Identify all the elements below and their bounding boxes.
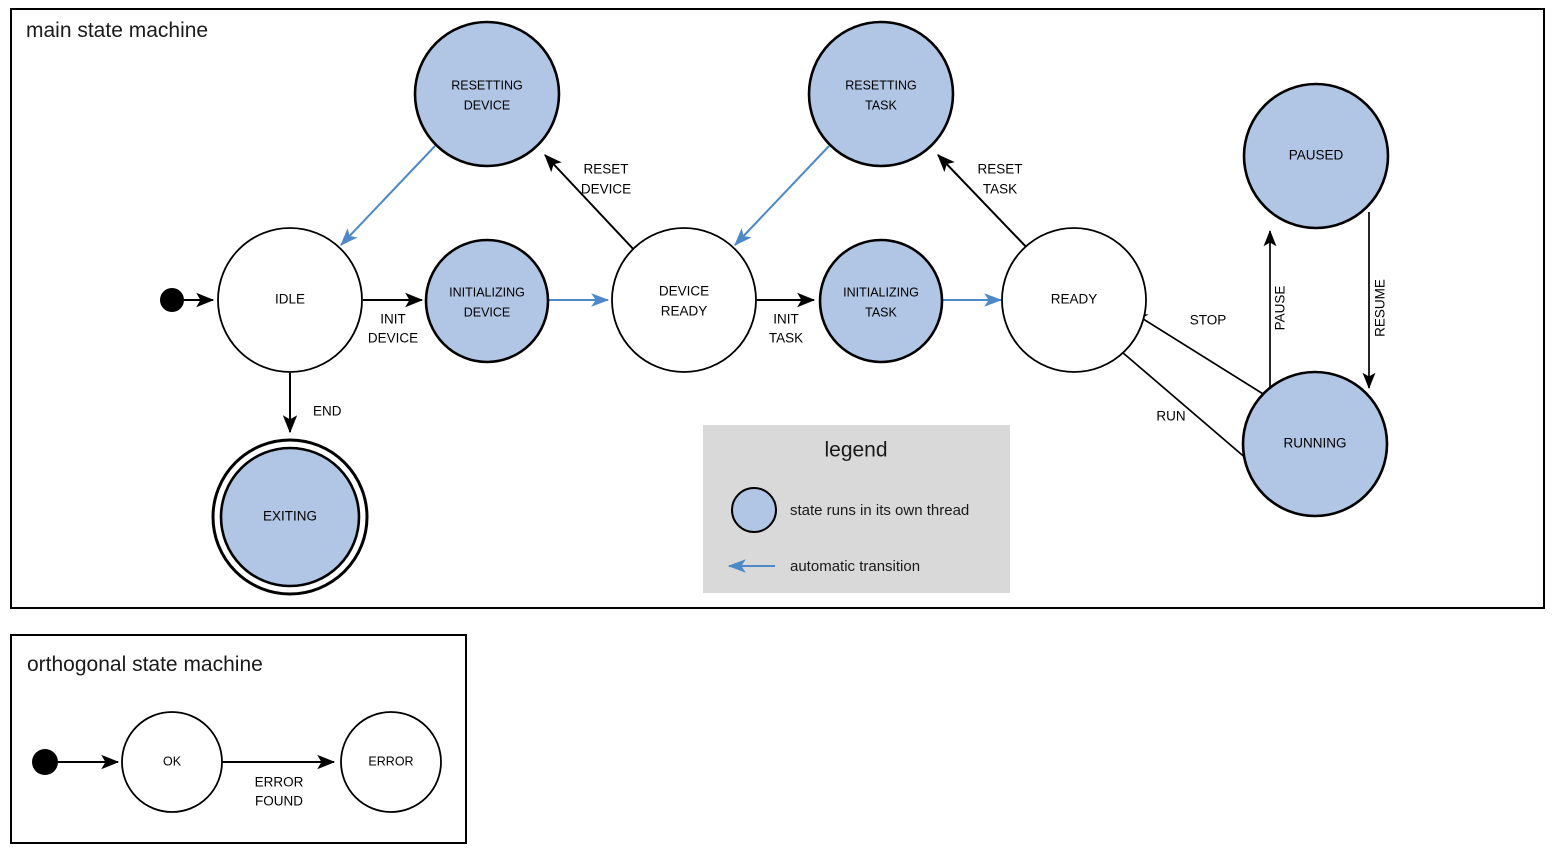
state-resetting-device[interactable]: RESETTING DEVICE: [413, 20, 561, 168]
state-idle[interactable]: IDLE: [217, 227, 363, 373]
state-resetting-task[interactable]: RESETTING TASK: [807, 20, 955, 168]
state-idle-label: IDLE: [275, 292, 305, 307]
transition-resetting-device-idle: [340, 145, 436, 246]
state-ok-circle[interactable]: [121, 711, 223, 813]
legend-thread-state-icon: [731, 487, 777, 533]
state-initializing-task-label-line1: INITIALIZING: [843, 285, 919, 299]
edge-ready-resetting-task: [937, 154, 1032, 253]
transition-paused-running: RESUME: [1362, 212, 1388, 390]
legend-auto-transition-text: automatic transition: [790, 558, 920, 575]
transition-idle-initializing-device: INIT DEVICE: [363, 292, 424, 346]
state-device-ready[interactable]: DEVICE READY: [611, 227, 757, 373]
state-initializing-device-circle[interactable]: [424, 238, 550, 364]
edge-running-ready: [1131, 311, 1269, 398]
edge-label-init-device-line1: INIT: [380, 312, 406, 327]
state-ready-label: READY: [1051, 292, 1098, 307]
state-running-label: RUNNING: [1284, 436, 1347, 451]
initial-state-dot: [160, 288, 184, 312]
state-initializing-device[interactable]: INITIALIZING DEVICE: [424, 238, 550, 364]
state-resetting-device-label-line1: RESETTING: [451, 78, 523, 92]
transition-start-idle: [160, 288, 215, 312]
edge-ready-running: [1121, 351, 1263, 473]
state-resetting-task-label-line1: RESETTING: [845, 78, 917, 92]
transition-running-paused: PAUSE: [1263, 229, 1288, 396]
state-error[interactable]: ERROR: [340, 711, 442, 813]
transition-ready-running: RUN: [1121, 351, 1263, 473]
transition-idle-exiting: END: [282, 373, 342, 434]
state-initializing-device-label-line1: INITIALIZING: [449, 285, 525, 299]
edge-label-run: RUN: [1156, 409, 1185, 424]
state-running-circle[interactable]: [1241, 370, 1389, 518]
edge-label-pause: PAUSE: [1273, 286, 1288, 331]
state-resetting-device-label-line2: DEVICE: [464, 98, 511, 112]
state-resetting-device-circle[interactable]: [413, 20, 561, 168]
edge-label-reset-task-line2: TASK: [983, 182, 1017, 197]
state-ok[interactable]: OK: [121, 711, 223, 813]
edge-resetting-task-device-ready: [734, 145, 830, 246]
legend-title: legend: [824, 439, 887, 462]
state-initializing-task[interactable]: INITIALIZING TASK: [818, 238, 944, 364]
state-paused-label: PAUSED: [1289, 148, 1344, 163]
orthogonal-frame-title: orthogonal state machine: [27, 653, 263, 676]
state-ok-label: OK: [163, 754, 182, 768]
state-device-ready-circle[interactable]: [611, 227, 757, 373]
legend-thread-state-text: state runs in its own thread: [790, 502, 969, 519]
transition-ready-resetting-task: RESET TASK: [937, 154, 1032, 253]
state-error-label: ERROR: [368, 754, 413, 768]
state-exiting-label: EXITING: [263, 509, 317, 524]
state-resetting-task-label-line2: TASK: [865, 98, 897, 112]
state-paused-circle[interactable]: [1242, 82, 1390, 230]
state-initializing-task-circle[interactable]: [818, 238, 944, 364]
edge-label-reset-device-line2: DEVICE: [581, 182, 631, 197]
transition-orthogonal-start-ok: [32, 749, 120, 775]
transition-running-ready: STOP: [1131, 311, 1269, 398]
edge-device-ready-resetting-device: [544, 154, 637, 253]
state-initializing-device-label-line2: DEVICE: [464, 305, 511, 319]
edge-label-init-task-line2: TASK: [769, 331, 803, 346]
transition-device-ready-resetting-device: RESET DEVICE: [544, 154, 637, 253]
main-frame-title: main state machine: [26, 19, 208, 42]
edge-label-init-task-line1: INIT: [773, 312, 799, 327]
edge-label-reset-task-line1: RESET: [977, 162, 1022, 177]
edge-label-init-device-line2: DEVICE: [368, 331, 418, 346]
state-device-ready-label-line1: DEVICE: [659, 284, 709, 299]
state-initializing-task-label-line2: TASK: [865, 305, 897, 319]
edge-label-resume: RESUME: [1373, 279, 1388, 337]
state-exiting-circle[interactable]: [219, 446, 361, 588]
legend: legend state runs in its own thread auto…: [703, 425, 1010, 593]
orthogonal-initial-state-dot: [32, 749, 58, 775]
state-running[interactable]: RUNNING: [1241, 370, 1389, 518]
state-device-ready-label-line2: READY: [661, 304, 708, 319]
edge-label-reset-device-line1: RESET: [583, 162, 628, 177]
state-error-circle[interactable]: [340, 711, 442, 813]
state-exiting[interactable]: EXITING: [211, 438, 369, 596]
state-idle-circle[interactable]: [217, 227, 363, 373]
edge-label-stop: STOP: [1190, 313, 1227, 328]
edge-label-end: END: [313, 404, 342, 419]
edge-label-error-found-line2: FOUND: [255, 794, 303, 809]
edge-resetting-device-idle: [340, 145, 436, 246]
state-paused[interactable]: PAUSED: [1242, 82, 1390, 230]
transition-resetting-task-device-ready: [734, 145, 830, 246]
transition-device-ready-initializing-task: INIT TASK: [757, 292, 816, 346]
state-ready-circle[interactable]: [1001, 227, 1147, 373]
transition-orthogonal-ok-error: ERROR FOUND: [221, 754, 336, 809]
edge-label-error-found-line1: ERROR: [255, 775, 304, 790]
state-ready[interactable]: READY: [1001, 227, 1147, 373]
state-resetting-task-circle[interactable]: [807, 20, 955, 168]
